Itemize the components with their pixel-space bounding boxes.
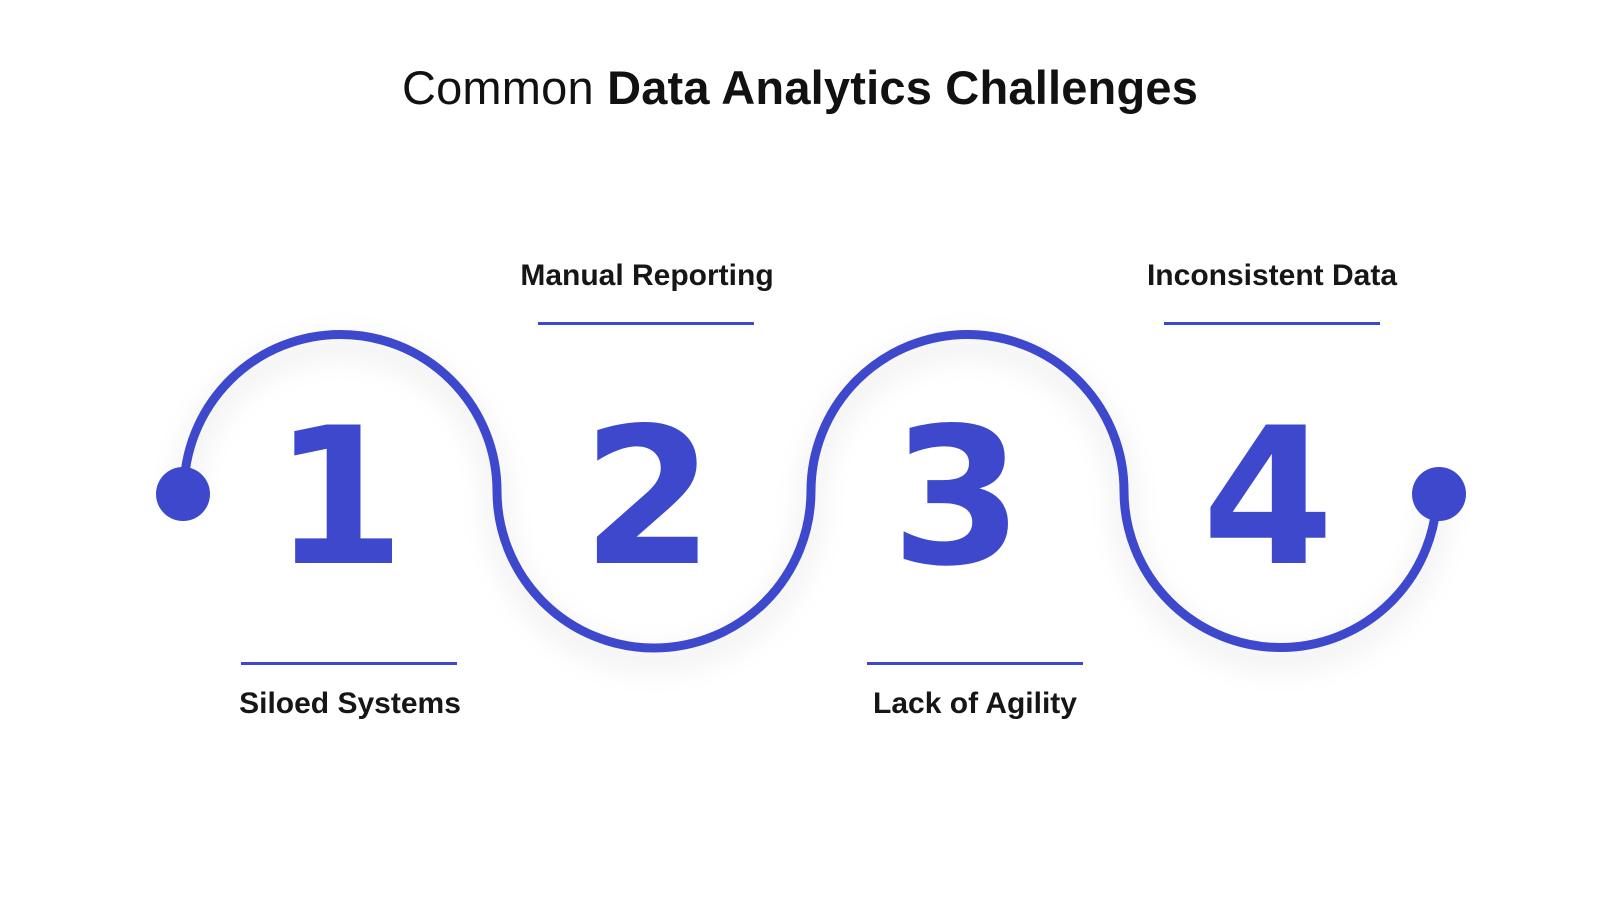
step-number-2: 2 — [582, 387, 714, 608]
step-label-1: Siloed Systems — [239, 687, 461, 720]
step-number-4: 4 — [1202, 387, 1334, 608]
path-start-dot — [156, 467, 210, 521]
title-light: Common — [401, 61, 594, 114]
diagram-title: Common Data Analytics Challenges — [0, 58, 1600, 118]
path-end-dot — [1412, 467, 1466, 521]
step-number-3: 3 — [891, 387, 1023, 608]
step-number-1: 1 — [273, 387, 405, 608]
step-label-4: Inconsistent Data — [1146, 259, 1398, 292]
wave-path — [179, 330, 1442, 653]
step-label-2: Manual Reporting — [520, 259, 774, 292]
step-label-3: Lack of Agility — [873, 687, 1077, 720]
step-rule-4 — [1164, 322, 1380, 325]
step-rule-1 — [241, 662, 457, 665]
title-bold: Data Analytics Challenges — [607, 61, 1199, 114]
step-rule-3 — [867, 662, 1083, 665]
step-rule-2 — [538, 322, 754, 325]
